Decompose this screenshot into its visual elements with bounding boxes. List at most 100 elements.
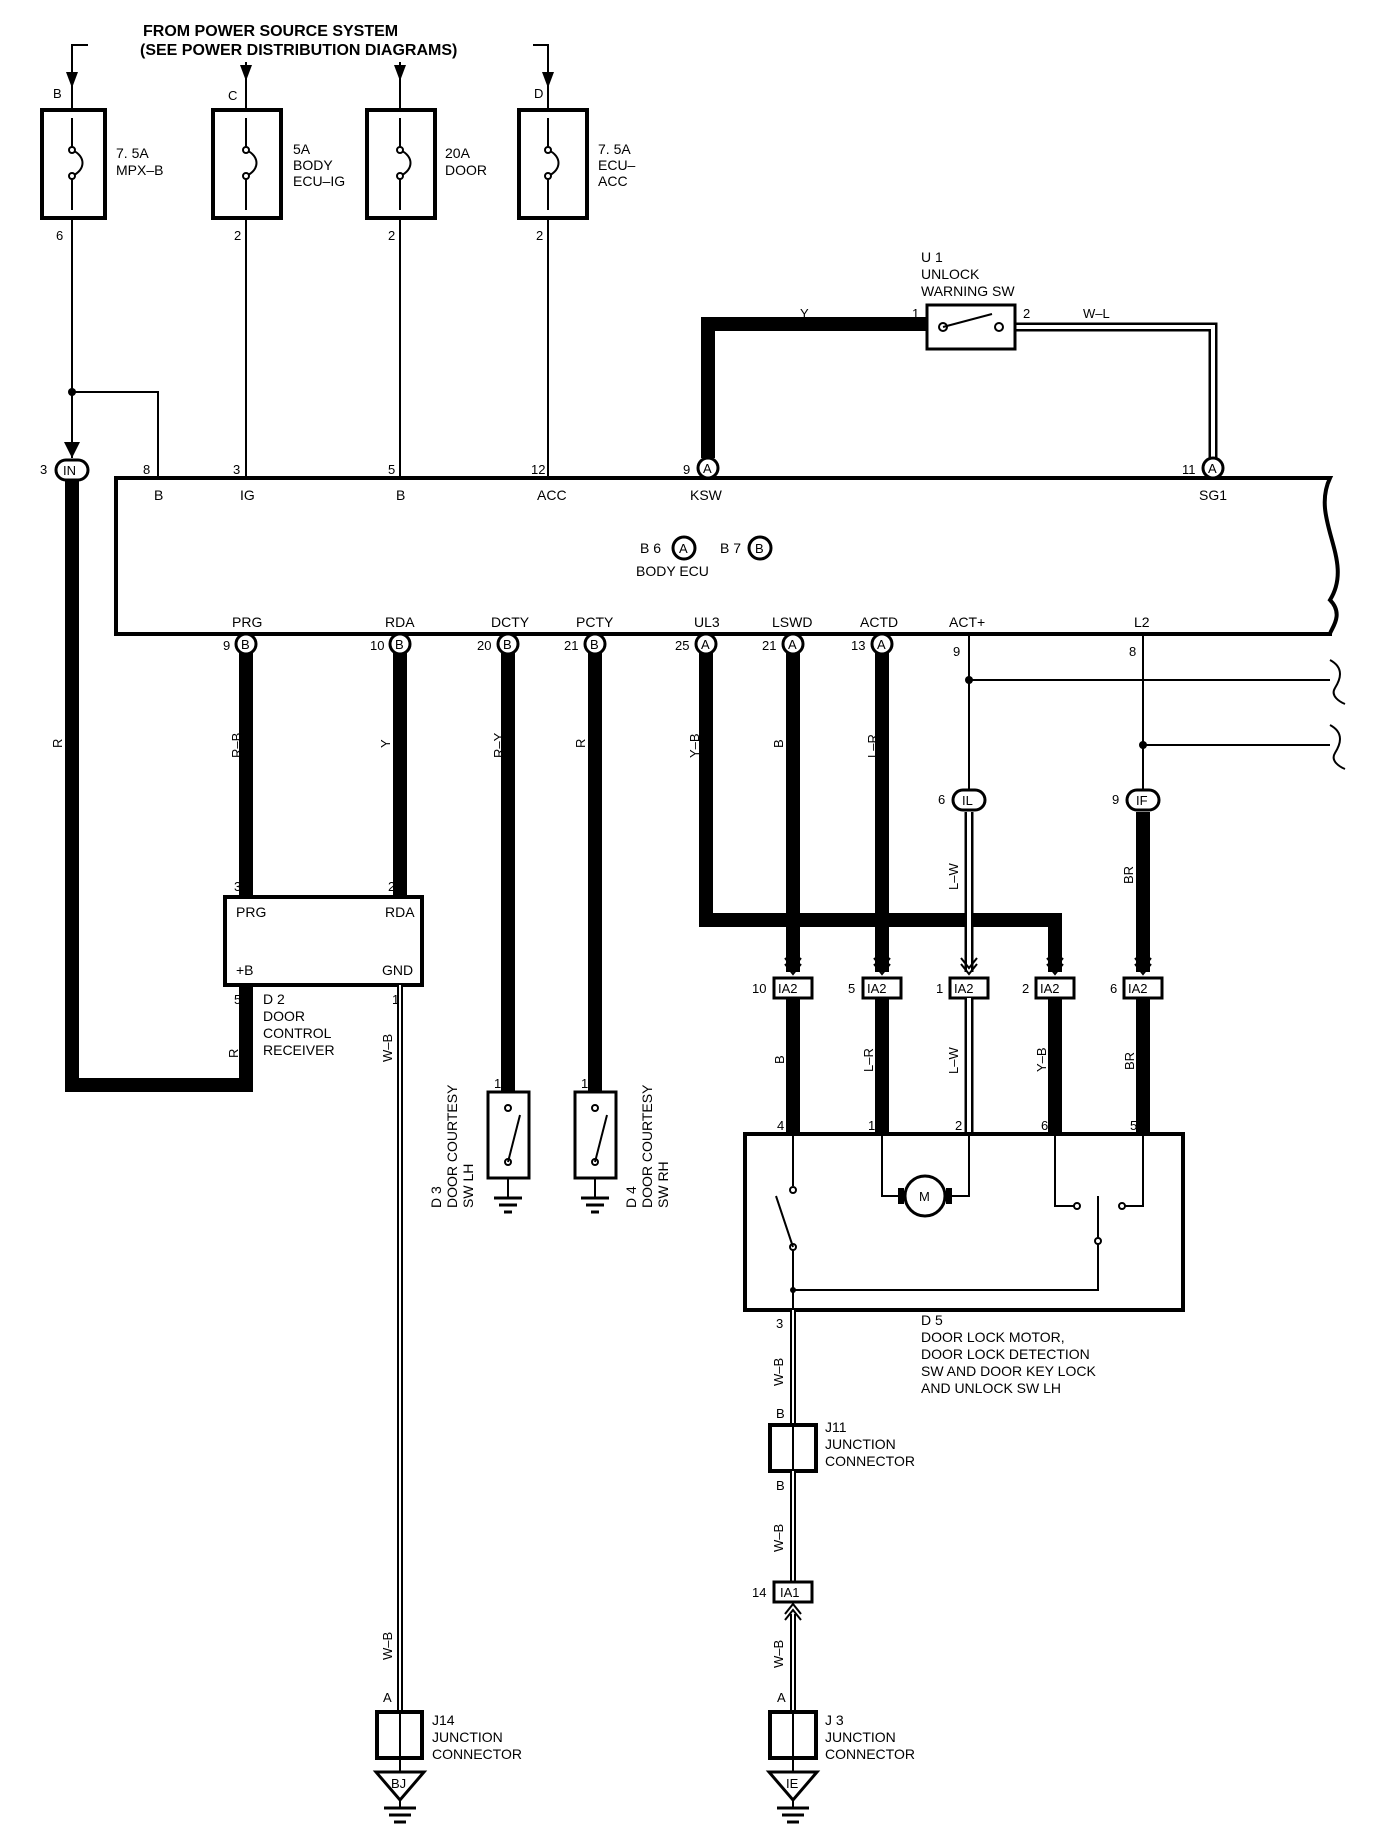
ecu-pin-num: 20 bbox=[477, 638, 491, 653]
d2-pin-rda: 2 bbox=[388, 879, 395, 894]
ia1-connector bbox=[772, 1580, 814, 1604]
ground-triangle-icon bbox=[372, 1770, 428, 1803]
fuse-rating: 7. 5A bbox=[116, 145, 149, 161]
header-line2: (SEE POWER DISTRIBUTION DIAGRAMS) bbox=[140, 42, 457, 59]
ecu-ref-2-conn: B bbox=[755, 541, 764, 556]
d2-label-b: +B bbox=[236, 962, 254, 978]
fuse-out-pin: 6 bbox=[56, 228, 63, 243]
connector-if bbox=[1125, 788, 1161, 812]
d5-pin: 4 bbox=[777, 1118, 784, 1133]
wire-color-r: R bbox=[50, 739, 65, 748]
wire-color: L–R bbox=[861, 1048, 876, 1072]
ecu-pin-label: KSW bbox=[690, 487, 723, 503]
wire-color: BR bbox=[1122, 1052, 1137, 1070]
ecu-pin-conn: IN bbox=[63, 463, 76, 478]
ia2-name: IA2 bbox=[778, 981, 798, 996]
d3-id: D 3 bbox=[428, 1186, 444, 1208]
ia2-name: IA2 bbox=[1128, 981, 1148, 996]
wire-color: L–W bbox=[946, 863, 961, 890]
door-control-receiver: 3 2 PRG RDA +B GND 5 1 D 2 DOOR CONTROL … bbox=[223, 879, 424, 1058]
j3-id: J 3 bbox=[825, 1712, 844, 1728]
d2-label-prg: PRG bbox=[236, 904, 266, 920]
d2-pin-gnd: 1 bbox=[392, 992, 399, 1007]
door-courtesy-sw-lh: 1 D 3 DOOR COURTESY SW LH bbox=[428, 1076, 531, 1214]
switch-contact-icon bbox=[507, 1114, 521, 1163]
ia2-pin: 10 bbox=[752, 981, 766, 996]
j11-label-2: CONNECTOR bbox=[825, 1453, 915, 1469]
ecu-pin-num: 21 bbox=[762, 638, 776, 653]
ia1-name: IA1 bbox=[780, 1585, 800, 1600]
ground-point: BJ bbox=[391, 1776, 406, 1791]
wire-color: R bbox=[573, 739, 588, 748]
switch-contact-icon bbox=[942, 313, 993, 328]
ground-chain-j11-j3: W–B B J11 JUNCTION CONNECTOR B W–B IA1 1… bbox=[752, 1310, 915, 1824]
d4-id: D 4 bbox=[623, 1186, 639, 1208]
d2-label-rda: RDA bbox=[385, 904, 415, 920]
ecu-pin-label: L2 bbox=[1134, 614, 1150, 630]
connector-il bbox=[951, 788, 987, 812]
j3-label-2: CONNECTOR bbox=[825, 1746, 915, 1762]
d2-pin-prg: 3 bbox=[234, 879, 241, 894]
ecu-ref-1-conn: A bbox=[679, 541, 688, 556]
wire-color: Y bbox=[378, 739, 393, 748]
unlock-warning-switch: U 1 UNLOCK WARNING SW 1 2 bbox=[912, 249, 1030, 351]
fuse-name: DOOR bbox=[445, 162, 487, 178]
ecu-pin-conn: B bbox=[241, 637, 250, 652]
ecu-pin-num: 5 bbox=[388, 462, 395, 477]
j11-id: J11 bbox=[825, 1419, 847, 1435]
fuse-out-pin: 2 bbox=[234, 228, 241, 243]
fuse-rating: 5A bbox=[293, 141, 311, 157]
ecu-pin-conn: B bbox=[503, 637, 512, 652]
ecu-pin-num: 21 bbox=[564, 638, 578, 653]
d5-box bbox=[743, 1132, 1185, 1312]
d5-label-4: AND UNLOCK SW LH bbox=[921, 1380, 1061, 1396]
j11-label-1: JUNCTION bbox=[825, 1436, 896, 1452]
wire-color: W–B bbox=[771, 1358, 786, 1386]
ecu-ref-2: B 7 bbox=[720, 540, 741, 556]
wire-color: B bbox=[772, 1055, 787, 1064]
wire-color: Y–B bbox=[1034, 1047, 1049, 1072]
d2-pin-b: 5 bbox=[234, 992, 241, 1007]
fuse-body-ecu-ig: C 5A BODY ECU–IG 2 bbox=[211, 62, 345, 243]
ecu-pin-label: PCTY bbox=[576, 614, 614, 630]
d5-pin: 1 bbox=[868, 1118, 875, 1133]
ecu-pin-num: 9 bbox=[683, 462, 690, 477]
d5-id: D 5 bbox=[921, 1312, 943, 1328]
fuse-in-pin: C bbox=[228, 88, 237, 103]
fuse-mpx-b: B 7. 5A MPX–B 6 bbox=[40, 44, 163, 243]
ecu-pin-num: 8 bbox=[1129, 644, 1136, 659]
switch-contact-icon bbox=[775, 1195, 794, 1248]
ia2-pin: 2 bbox=[1022, 981, 1029, 996]
d2-label-gnd: GND bbox=[382, 962, 413, 978]
wire-color: R–Y bbox=[491, 732, 506, 758]
ground-j14-branch: W–B W–B A J14 JUNCTION CONNECTOR BJ bbox=[372, 985, 522, 1824]
ecu-pin-conn: A bbox=[701, 637, 710, 652]
door-courtesy-sw-rh: 1 D 4 DOOR COURTESY SW RH bbox=[573, 1076, 671, 1214]
wire-color-y: Y bbox=[800, 306, 809, 321]
d2-label-2: CONTROL bbox=[263, 1025, 332, 1041]
wire-r bbox=[65, 480, 253, 1092]
fuse-door: 20A DOOR 2 bbox=[365, 62, 487, 243]
fuse-box bbox=[517, 108, 589, 220]
ecu-pin-num: 3 bbox=[40, 462, 47, 477]
wire-y bbox=[701, 317, 937, 458]
fuse-in-pin: B bbox=[53, 86, 62, 101]
ecu-pin-conn: A bbox=[1208, 461, 1217, 476]
d5-pin: 5 bbox=[1130, 1118, 1137, 1133]
ecu-pin-label: UL3 bbox=[694, 614, 720, 630]
ecu-pin-num: 3 bbox=[233, 462, 240, 477]
ecu-pin-conn: B bbox=[395, 637, 404, 652]
ecu-pin-num: 25 bbox=[675, 638, 689, 653]
switch-pin-2: 2 bbox=[1023, 306, 1030, 321]
wire-color: W–B bbox=[380, 1632, 395, 1660]
wire-color-w-l: W–L bbox=[1083, 306, 1110, 321]
wire-color: Y–B bbox=[687, 733, 702, 758]
d2-id: D 2 bbox=[263, 991, 285, 1007]
fuse-name-2: ACC bbox=[598, 173, 628, 189]
switch-pin-1: 1 bbox=[912, 306, 919, 321]
wire-w-l bbox=[1003, 322, 1218, 458]
ecu-pin-conn: A bbox=[877, 637, 886, 652]
ecu-box bbox=[114, 476, 1340, 636]
fuse-box bbox=[40, 108, 107, 220]
wire-color: W–B bbox=[771, 1524, 786, 1552]
